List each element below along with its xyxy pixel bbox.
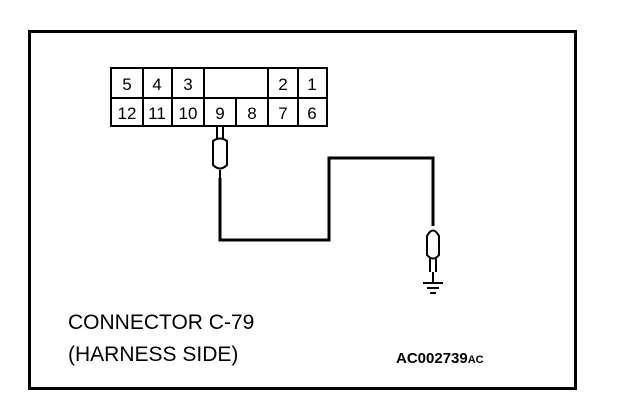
pin-4-label: 4	[152, 75, 161, 94]
figure-code: AC002739AC	[396, 350, 484, 367]
harness-wire	[218, 156, 435, 242]
top-row-pins: 5 4 3 2 1	[122, 75, 316, 94]
test-probe-pin9	[212, 126, 228, 178]
pin-8-label: 8	[247, 104, 256, 123]
figure-code-suffix: AC	[468, 354, 484, 366]
connector-c79	[110, 67, 328, 127]
figure-code-main: AC002739	[396, 350, 468, 367]
pin-10-label: 10	[179, 104, 198, 123]
pin-5-label: 5	[122, 75, 131, 94]
pin-6-label: 6	[307, 104, 316, 123]
ground-icon	[423, 282, 443, 294]
pin-7-label: 7	[278, 104, 287, 123]
pin-12-label: 12	[118, 104, 137, 123]
pin-2-label: 2	[278, 75, 287, 94]
caption-harness-side: (HARNESS SIDE)	[68, 343, 238, 366]
pin-11-label: 11	[148, 104, 166, 123]
diagram-frame	[28, 30, 577, 390]
pin-9-label: 9	[215, 104, 224, 123]
caption-connector-name: CONNECTOR C-79	[68, 311, 254, 334]
bottom-row-pins: 12 11 10 9 8 7 6	[118, 104, 317, 123]
pin-3-label: 3	[183, 75, 192, 94]
pin-1-label: 1	[307, 75, 316, 94]
ground-probe	[426, 229, 440, 282]
